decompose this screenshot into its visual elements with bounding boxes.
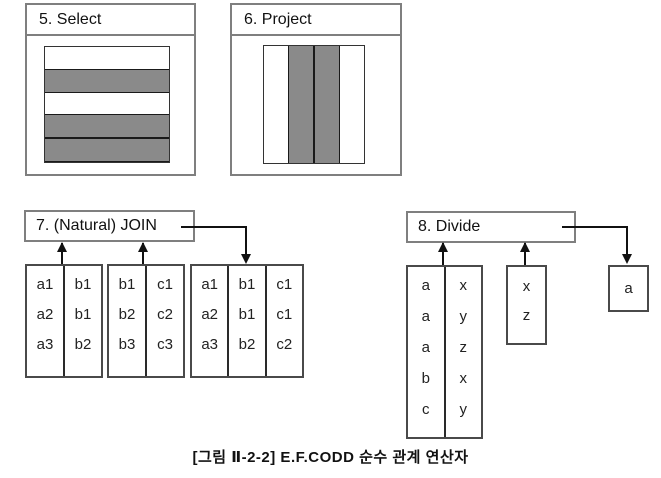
connector-line [181,226,247,228]
divide-divisor-table: x z [506,265,547,345]
connector-line [245,226,247,256]
table-cell: x [522,278,531,295]
divide-operator-label: 8. Divide [406,211,576,243]
table-cell: z [459,339,468,356]
arrow-up-icon [138,242,148,252]
table-column: b1 b1 b2 [65,266,101,376]
arrow-up-icon [520,242,530,252]
table-cell: c2 [157,306,173,323]
join-operator-label: 7. (Natural) JOIN [24,210,195,242]
table-cell: a1 [36,276,54,293]
divide-dividend-table: a a a b c x y z x y [406,265,483,439]
table-cell: a [421,308,430,325]
arrow-up-icon [438,242,448,252]
project-shaded-columns-table [263,45,365,164]
table-cell: c3 [157,336,173,353]
join-left-table: a1 a2 a3 b1 b1 b2 [25,264,103,378]
stripe-white [45,93,169,115]
table-cell: b3 [118,336,136,353]
table-column: a [610,267,647,310]
connector-line [626,226,628,256]
table-column: b1 b2 b3 [109,266,147,376]
table-cell: b [421,370,430,387]
table-cell: b1 [74,276,92,293]
table-cell: c1 [276,306,293,323]
table-cell: a3 [201,336,218,353]
table-cell: a1 [201,276,218,293]
table-column: x z [508,267,545,343]
table-column: c1 c1 c2 [267,266,302,376]
arrow-line [142,243,144,264]
table-cell: x [459,277,468,294]
arrow-line [442,243,444,265]
stripe-gray [45,68,169,93]
table-column: c1 c2 c3 [147,266,183,376]
figure-caption: [그림 Ⅱ-2-2] E.F.CODD 순수 관계 연산자 [192,449,469,466]
select-shaded-rows-table [44,46,170,163]
arrow-down-icon [622,254,632,264]
table-cell: b1 [118,276,136,293]
arrow-up-icon [57,242,67,252]
stripe-gray [45,114,169,139]
select-panel-title: 5. Select [27,5,194,36]
join-result-table: a1 a2 a3 b1 b1 b2 c1 c1 c2 [190,264,304,378]
table-cell: b2 [74,336,92,353]
table-cell: a [421,277,430,294]
table-cell: a [624,280,633,297]
stripe-gray [314,46,340,163]
table-cell: a2 [201,306,218,323]
table-cell: a2 [36,306,54,323]
table-cell: z [522,307,531,324]
stripe-white [264,46,288,163]
project-panel: 6. Project [230,3,402,176]
project-panel-title: 6. Project [232,5,400,36]
table-cell: b1 [238,306,256,323]
table-column: x y z x y [446,267,482,437]
table-cell: b2 [118,306,136,323]
table-cell: x [459,370,468,387]
select-panel: 5. Select [25,3,196,176]
table-cell: y [459,308,468,325]
stripe-white [340,46,364,163]
table-cell: y [459,401,468,418]
table-cell: b1 [238,276,256,293]
table-column: b1 b1 b2 [229,266,267,376]
join-right-table: b1 b2 b3 c1 c2 c3 [107,264,185,378]
arrow-line [61,243,63,264]
table-cell: b2 [238,336,256,353]
stripe-gray [288,46,314,163]
table-cell: c2 [276,336,293,353]
stripe-gray [45,138,169,162]
table-cell: a [421,339,430,356]
arrow-down-icon [241,254,251,264]
table-column: a1 a2 a3 [192,266,230,376]
arrow-line [524,243,526,265]
table-cell: c1 [276,276,293,293]
table-column: a a a b c [408,267,446,437]
table-cell: a3 [36,336,54,353]
connector-line [562,226,628,228]
stripe-white [45,47,169,69]
table-cell: b1 [74,306,92,323]
table-cell: c1 [157,276,173,293]
table-cell: c [422,401,430,418]
divide-result-box: a [608,265,649,312]
table-column: a1 a2 a3 [27,266,65,376]
